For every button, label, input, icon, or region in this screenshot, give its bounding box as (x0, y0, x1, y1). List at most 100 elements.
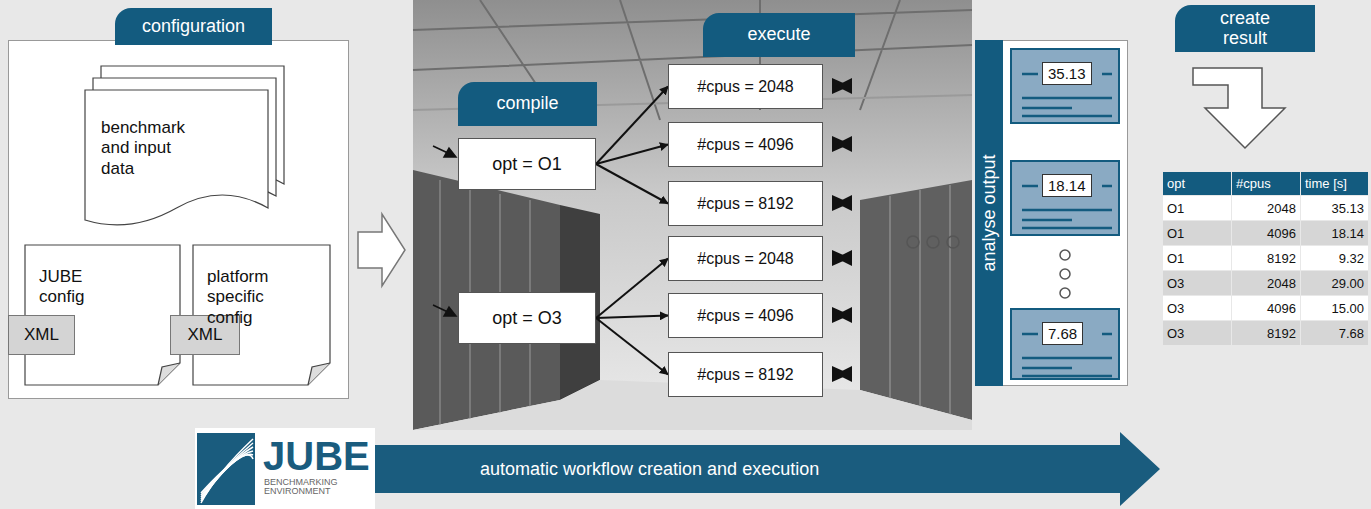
screen-lines (1012, 310, 1122, 382)
box-text: #cpus = 8192 (697, 195, 794, 213)
table-cell: 2048 (1232, 271, 1300, 295)
ellipsis-dots (907, 236, 959, 248)
tab-text: create result (1210, 9, 1280, 49)
document-sheet (85, 90, 268, 225)
table-header-cell: #cpus (1232, 172, 1300, 195)
text-line (1022, 209, 1112, 212)
text-line (1022, 333, 1038, 336)
result-value: 35.13 (1042, 62, 1092, 85)
connector-arrow (596, 316, 668, 319)
table-cell: O3 (1163, 296, 1231, 320)
output-screen: 7.68 (1010, 308, 1120, 380)
table-cell: O1 (1163, 246, 1231, 270)
logo-icon (197, 433, 257, 505)
hollow-down-arrow (1193, 68, 1285, 148)
table-header-cell: time [s] (1301, 172, 1368, 195)
logo-wordmark: JUBE (263, 436, 370, 476)
hollow-arrow (358, 214, 405, 286)
tab-text: execute (747, 25, 810, 45)
box-text: #cpus = 4096 (697, 136, 794, 154)
result-value: 7.68 (1042, 322, 1083, 345)
tab-text: configuration (142, 17, 245, 37)
table-cell: 29.00 (1301, 271, 1368, 295)
text-line (1022, 375, 1112, 378)
output-screen: 35.13 (1010, 48, 1120, 124)
logo-stroke (201, 451, 253, 497)
table-header-cell: opt (1163, 172, 1231, 195)
result-value: 18.14 (1042, 174, 1092, 197)
execute-box: #cpus = 2048 (668, 64, 823, 109)
box-text: #cpus = 4096 (697, 307, 794, 325)
execute-box: #cpus = 8192 (668, 352, 823, 397)
workflow-arrow: automatic workflow creation and executio… (375, 430, 1160, 508)
text-line (1102, 185, 1112, 188)
table-cell: O1 (1163, 196, 1231, 220)
logo-stroke (201, 443, 253, 501)
connector-arrow (596, 259, 668, 319)
table-cell: O3 (1163, 271, 1231, 295)
jube-logo: JUBE BENCHMARKING ENVIRONMENT (195, 428, 375, 509)
folded-corner (308, 363, 330, 385)
text-line (1102, 333, 1112, 336)
folded-corner (158, 363, 180, 385)
ceiling-trusses (413, 0, 972, 120)
box-text: opt = O1 (492, 154, 562, 175)
tab-label: create result (1175, 5, 1315, 52)
logo-stroke (201, 447, 253, 499)
execute-box: #cpus = 2048 (668, 236, 823, 281)
logo-stroke (201, 455, 253, 493)
logo-square (197, 433, 255, 505)
text-line (1022, 227, 1112, 230)
connector-arrow (596, 145, 668, 165)
tab-label: execute (703, 13, 855, 57)
configuration-panel (9, 41, 349, 399)
table-cell: 2048 (1232, 196, 1300, 220)
table-cell: 8192 (1232, 321, 1300, 345)
execute-box: #cpus = 8192 (668, 181, 823, 226)
tab-label: configuration (115, 8, 272, 45)
document-label: platform specific config (207, 267, 287, 328)
connector-arrow (596, 87, 668, 165)
table-cell: 18.14 (1301, 221, 1368, 245)
compile-box: opt = O3 (458, 292, 596, 344)
document-label: JUBE config (39, 267, 109, 308)
text-line (1022, 357, 1112, 360)
data-document: benchmark and input data (85, 90, 268, 230)
execute-box: #cpus = 4096 (668, 122, 823, 167)
connector-arrow (596, 164, 668, 204)
table-cell: O3 (1163, 321, 1231, 345)
box-text: #cpus = 2048 (697, 250, 794, 268)
text-line (1022, 73, 1038, 76)
job-symbols (832, 78, 852, 382)
table-cell: O1 (1163, 221, 1231, 245)
table-cell: 35.13 (1301, 196, 1368, 220)
xml-tag: XML (8, 315, 75, 355)
analyse-panel (976, 41, 1128, 386)
text-line (1022, 219, 1072, 222)
photo-ground (413, 0, 972, 430)
table-cell: 4096 (1232, 296, 1300, 320)
tab-text: compile (496, 94, 558, 114)
text-line (1022, 107, 1072, 110)
table-cell: 7.68 (1301, 321, 1368, 345)
table-cell: 4096 (1232, 221, 1300, 245)
arrow-label: automatic workflow creation and executio… (480, 459, 819, 480)
arrow-body (375, 432, 1160, 506)
logo-subtitle: BENCHMARKING ENVIRONMENT (264, 478, 364, 497)
server-racks (413, 170, 972, 430)
text-line (1022, 185, 1038, 188)
analyse-bar: analyse output (975, 40, 1003, 386)
logo-stroke (201, 454, 253, 495)
text-line (1022, 367, 1072, 370)
table-cell: 15.00 (1301, 296, 1368, 320)
text-line (1022, 97, 1112, 100)
table-cell: 8192 (1232, 246, 1300, 270)
connector-arrow (596, 318, 668, 375)
execute-box: #cpus = 4096 (668, 293, 823, 338)
compile-box: opt = O1 (458, 138, 596, 190)
box-text: #cpus = 2048 (697, 78, 794, 96)
document-sheet (193, 245, 330, 385)
output-screen: 18.14 (1010, 160, 1120, 236)
bar-text: analyse output (979, 154, 1000, 271)
box-text: opt = O3 (492, 308, 562, 329)
